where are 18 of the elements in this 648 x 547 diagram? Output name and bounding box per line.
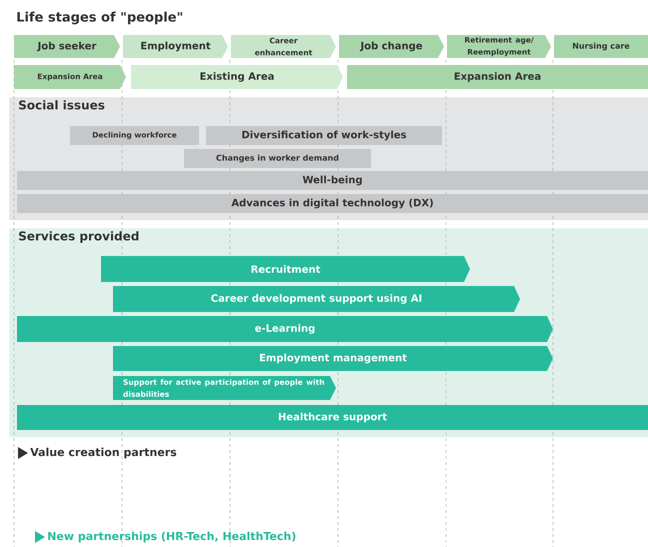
- title: Life stages of "people": [17, 12, 182, 24]
- issue-box: Changes in worker demand: [184, 149, 371, 168]
- stage-band: Job seeker: [14, 35, 120, 58]
- stage-band: Nursing care: [554, 35, 648, 58]
- service-band: Employment management: [113, 346, 553, 371]
- issue-box: Well-being: [17, 171, 648, 190]
- service-band: Recruitment: [101, 256, 470, 282]
- issue-box: Advances in digital technology (DX): [17, 194, 648, 213]
- service-band: Career development support using AI: [113, 286, 520, 312]
- service-band: e-Learning: [17, 316, 553, 342]
- issue-box: Diversification of work-styles: [206, 126, 442, 145]
- section-heading: Value creation partners: [30, 448, 176, 458]
- service-band: Healthcare support: [17, 405, 648, 430]
- stage-band: Employment: [123, 35, 228, 58]
- section-heading: New partnerships (HR-Tech, HealthTech): [48, 532, 296, 542]
- stage-band: Job change: [339, 35, 444, 58]
- area-band: Expansion Area: [347, 65, 648, 89]
- area-band: Existing Area: [131, 65, 343, 89]
